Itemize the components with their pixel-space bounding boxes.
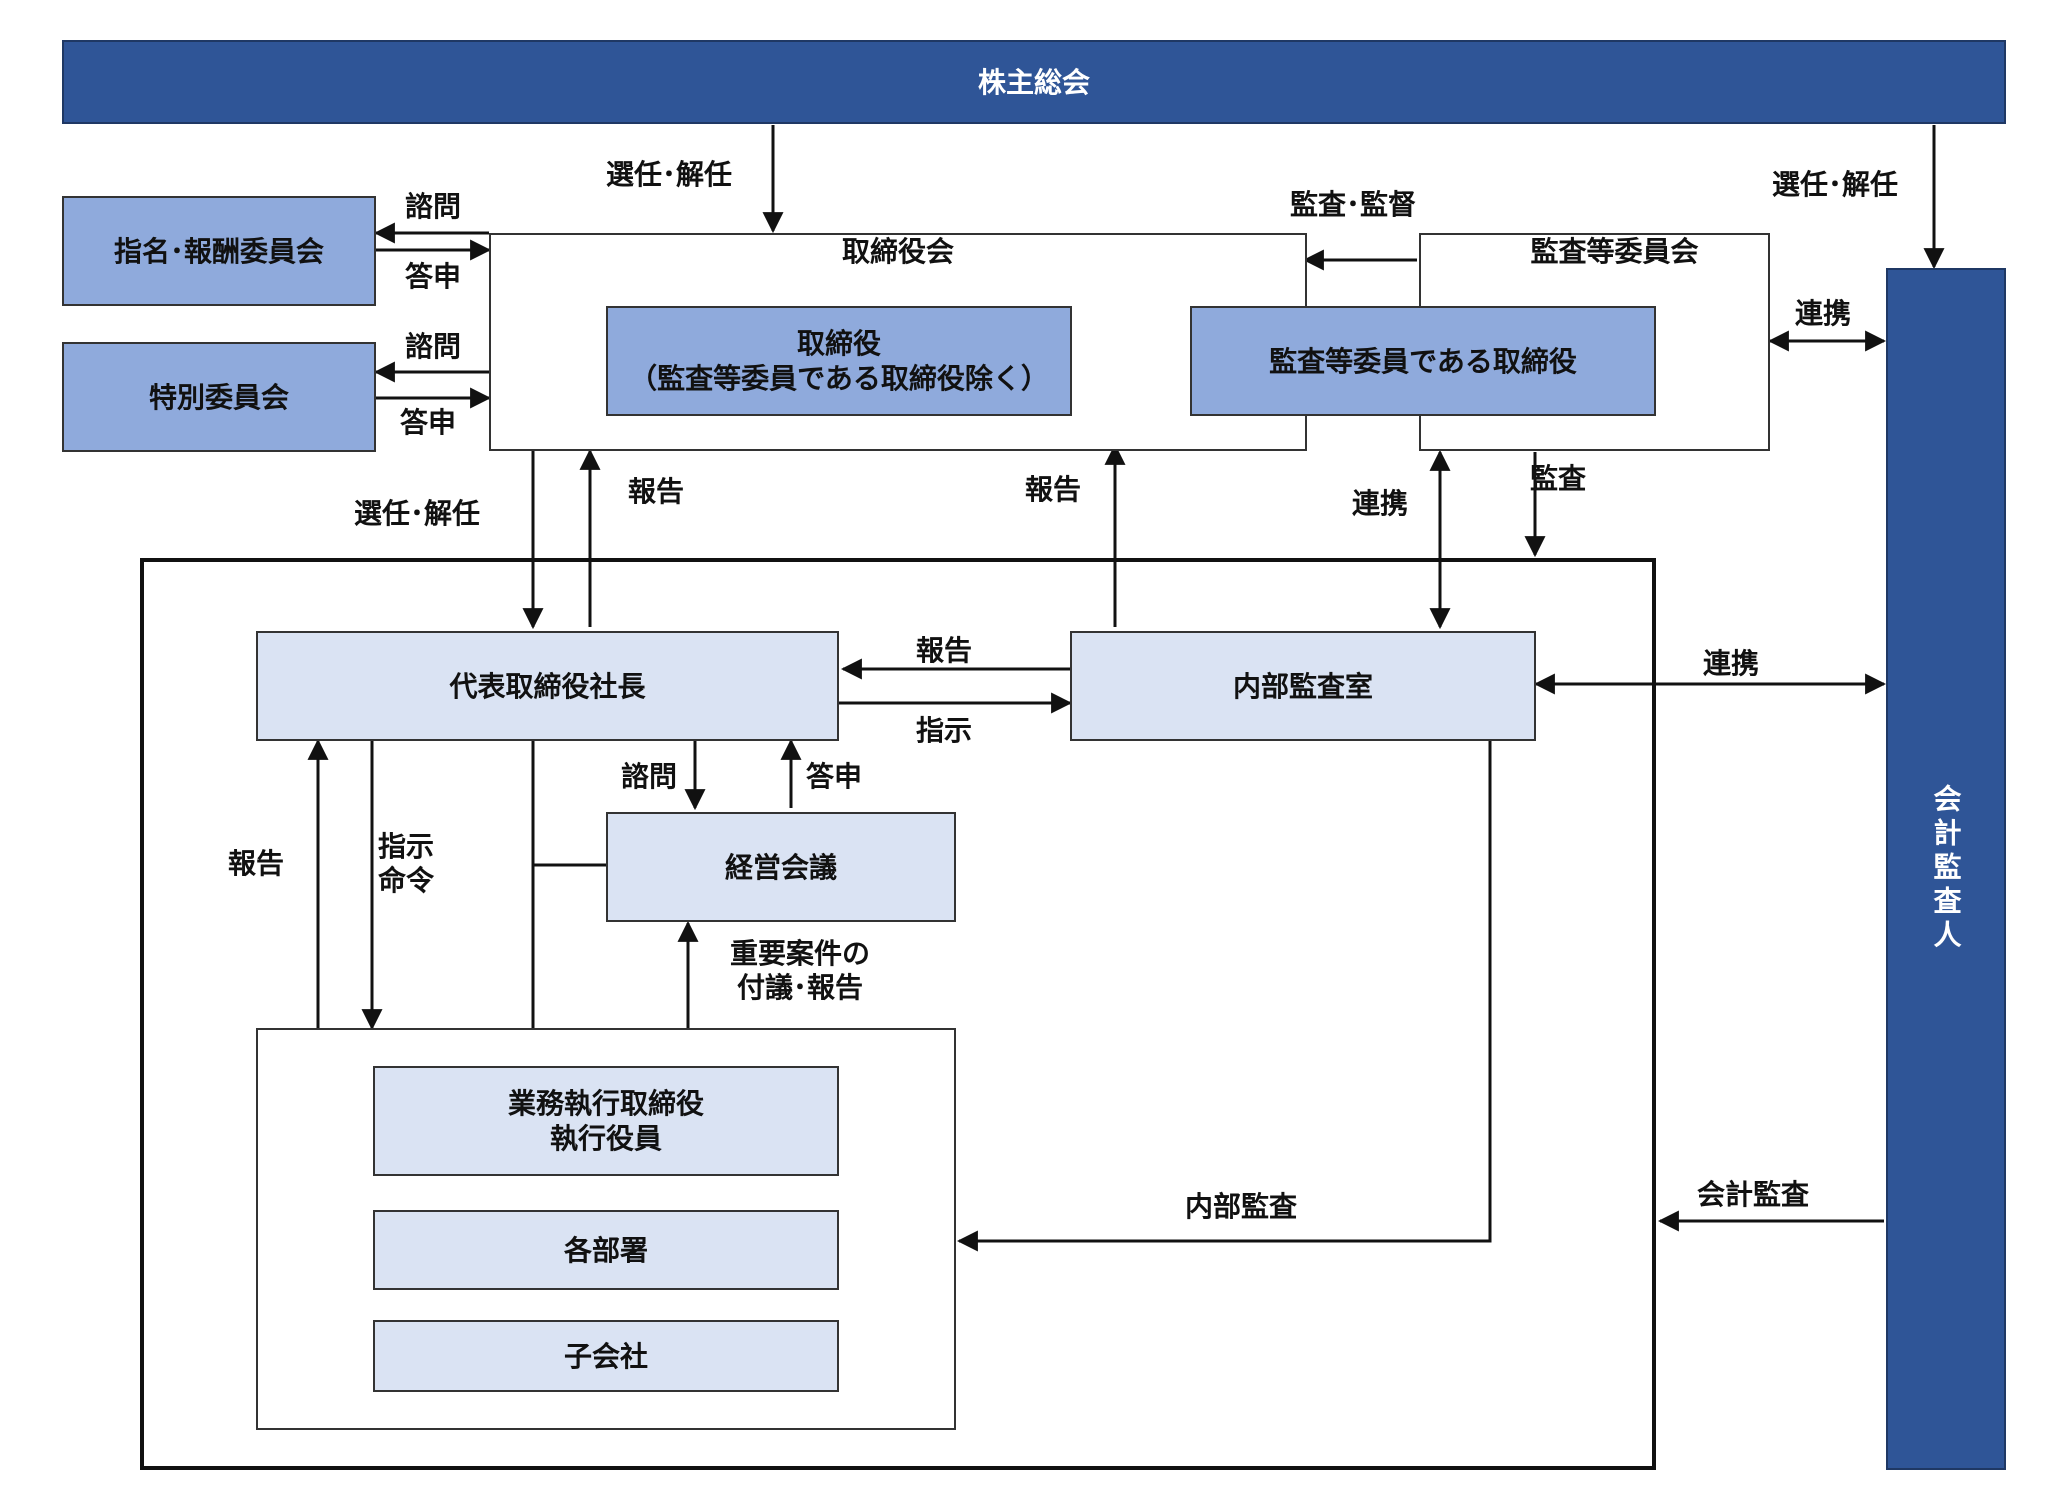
audit-directors-label: 監査等委員である取締役 xyxy=(1269,344,1577,378)
subsidiaries-label: 子会社 xyxy=(563,1339,648,1373)
edge-label-accounting-audit: 会計監査 xyxy=(1697,1178,1810,1211)
departments-box: 各部署 xyxy=(373,1210,839,1290)
edge-label-coordinate-1: 連携 xyxy=(1795,297,1852,330)
special-committee-label: 特別委員会 xyxy=(148,380,289,414)
audit-directors-box: 監査等委員である取締役 xyxy=(1190,306,1656,416)
edge-label-instruct-command: 指示 命令 xyxy=(378,830,435,897)
edge-label-reply-3: 答申 xyxy=(806,760,863,793)
accounting-auditor-box: 会計監査人 xyxy=(1886,268,2006,1470)
edge-label-reply-2: 答申 xyxy=(400,406,457,439)
internal-audit-box: 内部監査室 xyxy=(1070,631,1536,741)
edge-label-audit: 監査 xyxy=(1530,462,1587,495)
management-meeting-label: 経営会議 xyxy=(724,850,837,884)
departments-label: 各部署 xyxy=(563,1233,648,1267)
edge-label-report-1: 報告 xyxy=(628,475,685,508)
edge-label-report-4: 報告 xyxy=(228,847,285,880)
edge-label-audit-supervision: 監査･監督 xyxy=(1290,188,1417,221)
internal-audit-label: 内部監査室 xyxy=(1232,669,1373,703)
edge-label-reply-1: 答申 xyxy=(405,260,462,293)
edge-label-elect-board: 選任･解任 xyxy=(606,158,733,191)
arrow-internal-audit xyxy=(956,741,1492,1252)
edge-label-report-2: 報告 xyxy=(1025,473,1082,506)
subsidiaries-box: 子会社 xyxy=(373,1320,839,1392)
shareholders-box: 株主総会 xyxy=(62,40,2006,124)
edge-label-internal-audit: 内部監査 xyxy=(1185,1190,1298,1223)
board-label: 取締役会 xyxy=(841,235,954,268)
edge-label-consult-2: 諮問 xyxy=(405,330,462,363)
president-label: 代表取締役社長 xyxy=(449,669,646,703)
nomination-committee-label: 指名･報酬委員会 xyxy=(113,234,324,268)
audit-committee-label: 監査等委員会 xyxy=(1530,235,1699,268)
edge-label-coordinate-2: 連携 xyxy=(1352,487,1409,520)
edge-label-elect-auditor: 選任･解任 xyxy=(1772,168,1899,201)
accounting-auditor-label: 会計監査人 xyxy=(1929,784,1963,954)
edge-label-report-3: 報告 xyxy=(916,634,973,667)
special-committee-box: 特別委員会 xyxy=(62,342,376,452)
executive-officers-label: 業務執行取締役 執行役員 xyxy=(507,1087,704,1155)
edge-label-elect-president: 選任･解任 xyxy=(354,497,481,530)
edge-label-consult-3: 諮問 xyxy=(621,760,678,793)
executive-officers-box: 業務執行取締役 執行役員 xyxy=(373,1066,839,1176)
edge-label-coordinate-3: 連携 xyxy=(1703,647,1760,680)
shareholders-label: 株主総会 xyxy=(977,65,1090,99)
management-meeting-box: 経営会議 xyxy=(606,812,956,922)
directors-label: 取締役 （監査等委員である取締役除く） xyxy=(629,327,1049,395)
edge-label-consult-1: 諮問 xyxy=(405,190,462,223)
edge-label-instruct-1: 指示 xyxy=(916,714,973,747)
directors-box: 取締役 （監査等委員である取締役除く） xyxy=(606,306,1072,416)
nomination-committee-box: 指名･報酬委員会 xyxy=(62,196,376,306)
president-box: 代表取締役社長 xyxy=(256,631,839,741)
company-frame xyxy=(140,558,1656,1470)
edge-label-important-matters: 重要案件の 付議･報告 xyxy=(730,937,871,1004)
